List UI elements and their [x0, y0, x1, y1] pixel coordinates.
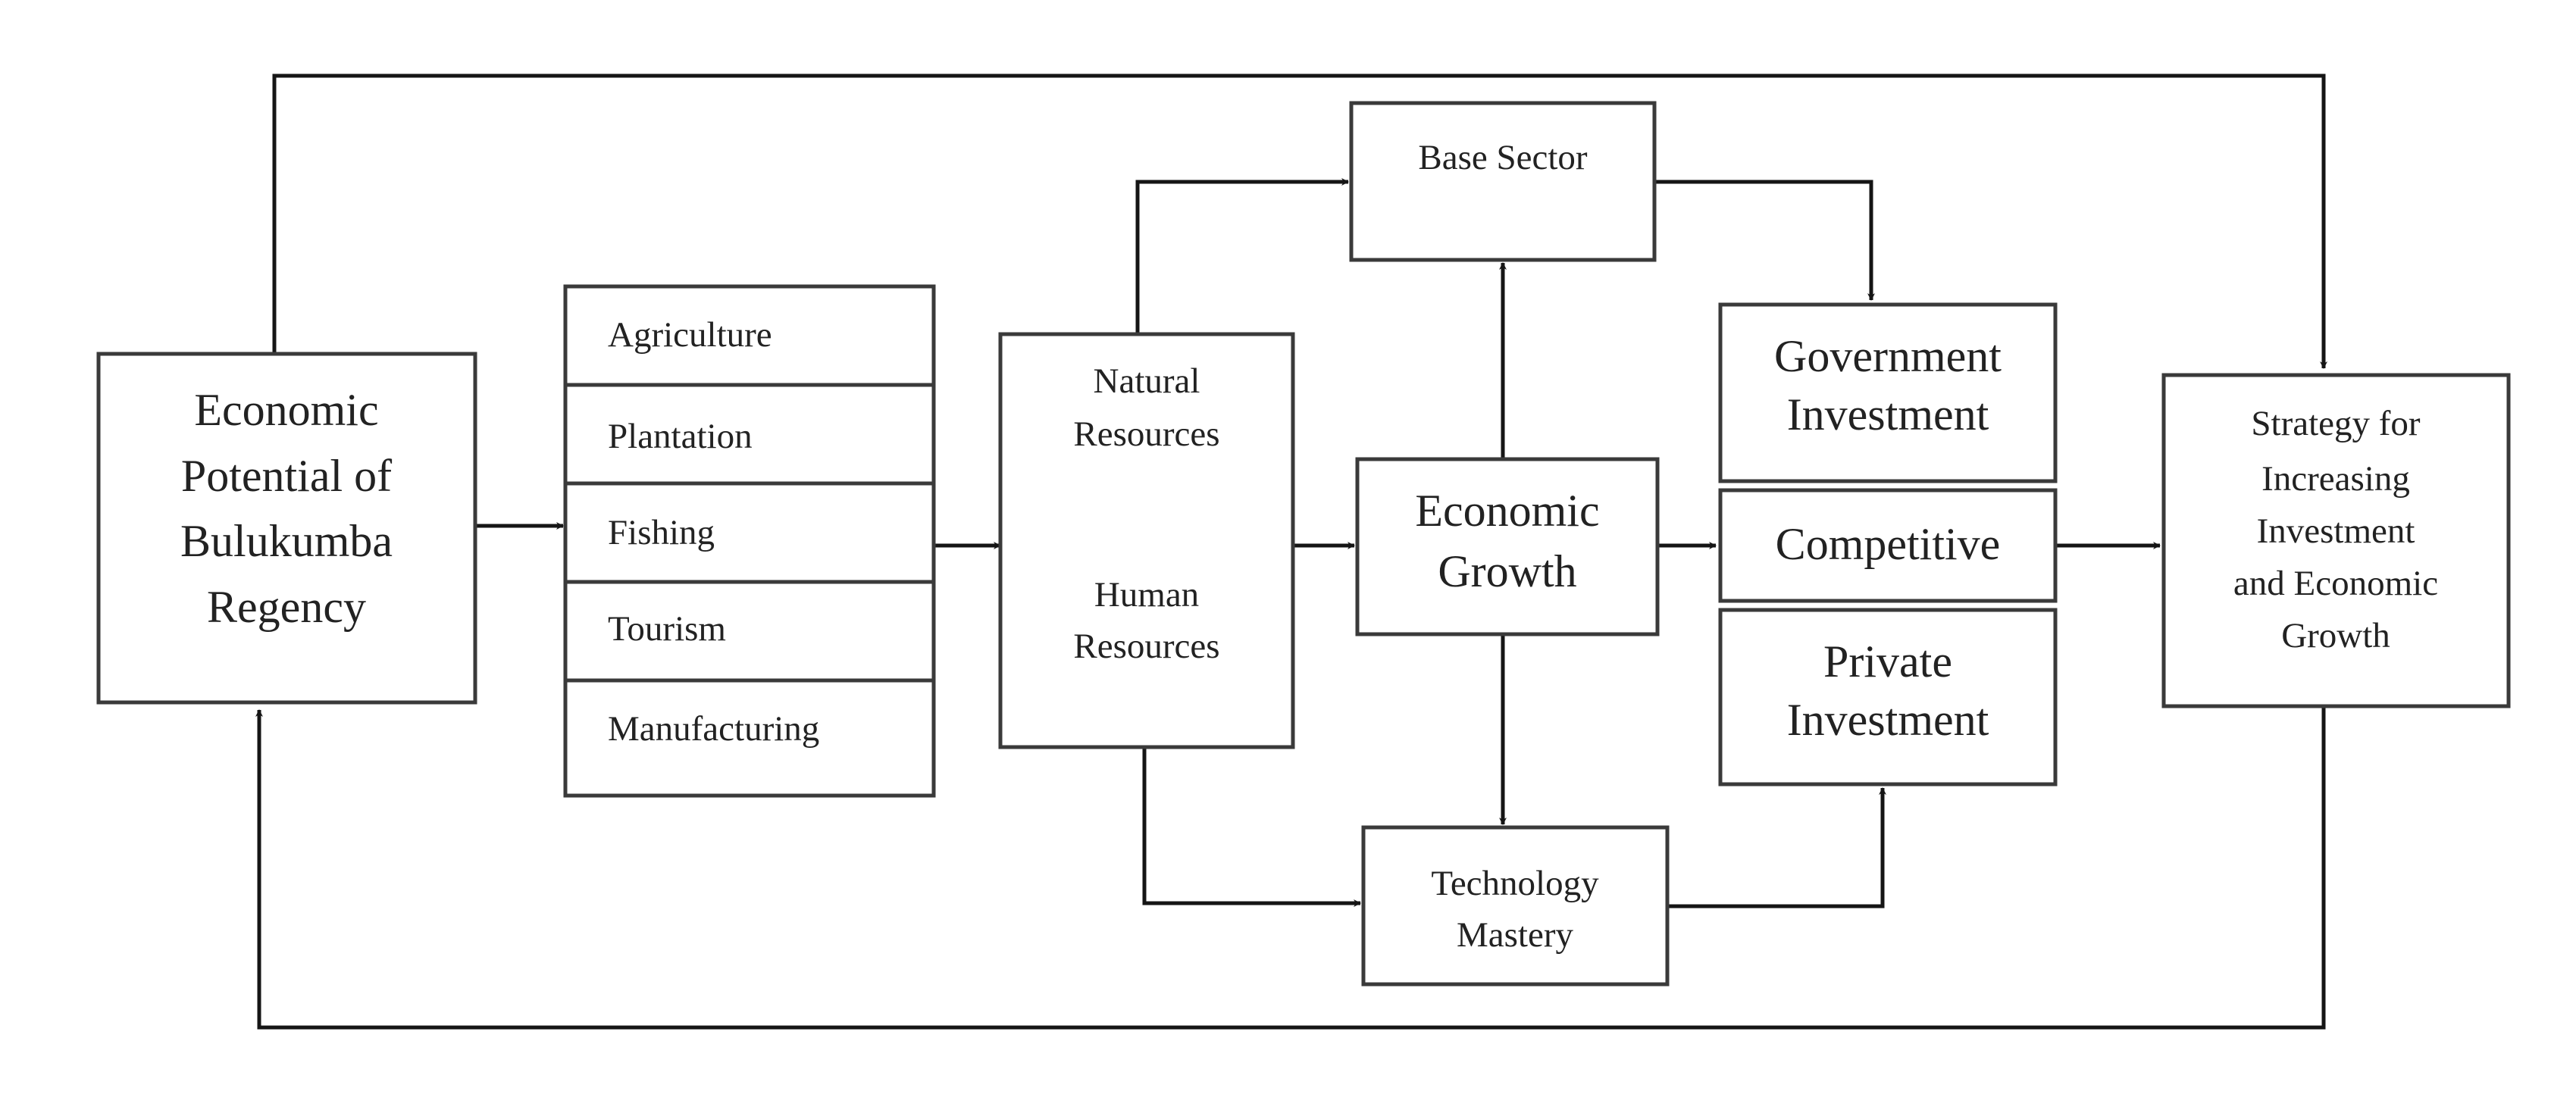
private-investment-line-1: Private [1823, 636, 1952, 686]
human-resources-line-2: Resources [1073, 627, 1219, 666]
arrow-base-sector-to-government [1654, 180, 1875, 301]
sectors-list: Agriculture Plantation Fishing Tourism M… [563, 284, 936, 798]
arrow-technology-to-private [1667, 787, 1886, 908]
private-investment-node: Private Investment [1718, 608, 2058, 786]
technology-mastery-line-2: Mastery [1457, 915, 1574, 955]
sector-box-tourism [563, 580, 936, 683]
resources-node: Natural Resources Human Resources [998, 332, 1295, 749]
human-resources-line-1: Human [1094, 575, 1199, 614]
sector-label-tourism: Tourism [608, 609, 726, 649]
base-sector-node: Base Sector [1349, 101, 1657, 262]
economic-potential-line-1: Economic [194, 385, 378, 435]
government-investment-line-2: Investment [1787, 389, 1989, 439]
government-investment-line-1: Government [1774, 331, 2002, 381]
economic-potential-node: Economic Potential of Bulukumba Regency [96, 352, 477, 705]
competitive-node: Competitive [1718, 488, 2058, 603]
natural-resources-line-1: Natural [1094, 361, 1200, 401]
economic-potential-line-3: Bulukumba [180, 516, 393, 566]
sector-box-manufacturing [563, 678, 936, 798]
government-investment-node: Government Investment [1718, 302, 2058, 483]
private-investment-line-2: Investment [1787, 695, 1989, 745]
economic-potential-line-4: Regency [207, 582, 366, 632]
strategy-node: Strategy for Increasing Investment and E… [2161, 373, 2511, 708]
economic-growth-node: Economic Growth [1355, 457, 1660, 636]
natural-resources-line-2: Resources [1073, 414, 1219, 454]
base-sector-label: Base Sector [1418, 138, 1588, 177]
technology-mastery-node: Technology Mastery [1361, 825, 1670, 987]
economic-potential-line-2: Potential of [181, 451, 392, 501]
strategy-line-3: Investment [2257, 511, 2415, 551]
arrow-natural-to-base-sector [1135, 178, 1349, 334]
sector-label-plantation: Plantation [608, 417, 753, 456]
strategy-line-5: Growth [2281, 616, 2390, 655]
sector-label-agriculture: Agriculture [608, 315, 772, 355]
strategy-line-4: and Economic [2233, 564, 2438, 603]
strategy-line-1: Strategy for [2251, 404, 2421, 443]
arrow-bottom-loop-to-potential [255, 705, 2326, 1030]
arrow-top-loop-to-strategy [272, 73, 2327, 369]
strategy-line-2: Increasing [2261, 459, 2410, 499]
economic-growth-line-1: Economic [1415, 486, 1599, 536]
sector-label-fishing: Fishing [608, 513, 715, 552]
economic-growth-line-2: Growth [1438, 546, 1576, 596]
arrow-human-to-technology [1142, 747, 1361, 907]
technology-mastery-line-1: Technology [1431, 864, 1599, 903]
sector-box-plantation [563, 383, 936, 486]
competitive-label: Competitive [1776, 519, 2001, 569]
sector-label-manufacturing: Manufacturing [608, 709, 819, 749]
